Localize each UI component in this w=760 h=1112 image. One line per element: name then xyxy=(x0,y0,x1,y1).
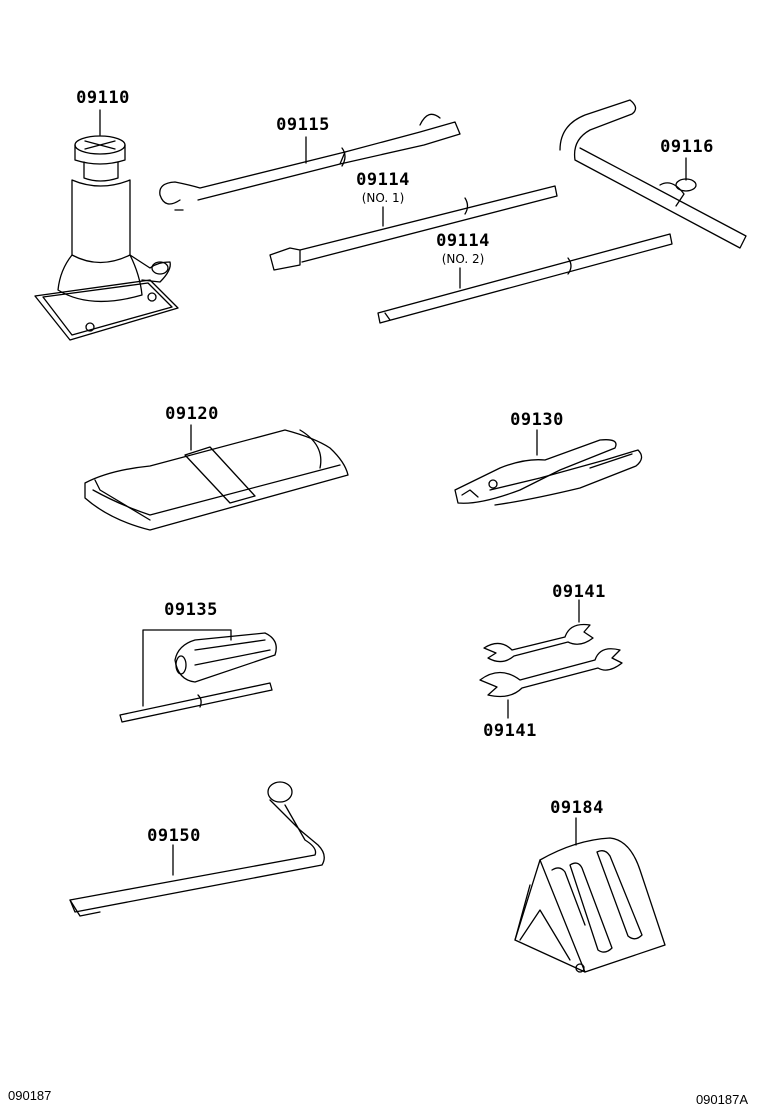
jack-handle-icon xyxy=(159,113,461,211)
part-number-09141-lower: 09141 xyxy=(483,721,537,741)
wheel-chock-icon xyxy=(514,817,666,973)
jack-icon xyxy=(34,109,179,341)
extension-bar-icon-2 xyxy=(377,233,673,324)
footer-right-code: 090187A xyxy=(695,1092,748,1107)
lug-wrench-icon xyxy=(69,781,325,917)
part-number-09120: 09120 xyxy=(165,404,219,424)
part-number-09141-upper: 09141 xyxy=(552,582,606,602)
footer-left-code: 090187 xyxy=(8,1088,52,1103)
part-note-no1: (NO. 1) xyxy=(361,191,405,205)
wrench-icon xyxy=(479,599,623,719)
part-number-09114-no2: 09114 xyxy=(436,231,490,251)
part-number-09135: 09135 xyxy=(164,600,218,620)
part-number-09130: 09130 xyxy=(510,410,564,430)
extension-bar-icon xyxy=(269,185,558,271)
part-number-09110: 09110 xyxy=(76,88,130,108)
part-number-09150: 09150 xyxy=(147,826,201,846)
tool-bag-icon xyxy=(84,424,349,531)
part-number-09116: 09116 xyxy=(660,137,714,157)
part-note-no2: (NO. 2) xyxy=(441,252,485,266)
pliers-icon xyxy=(454,429,643,506)
part-number-09114-no1: 09114 xyxy=(356,170,410,190)
part-number-09184: 09184 xyxy=(550,798,604,818)
part-number-09115: 09115 xyxy=(276,115,330,135)
crank-handle-icon xyxy=(559,99,747,249)
screwdriver-icon xyxy=(119,629,277,723)
